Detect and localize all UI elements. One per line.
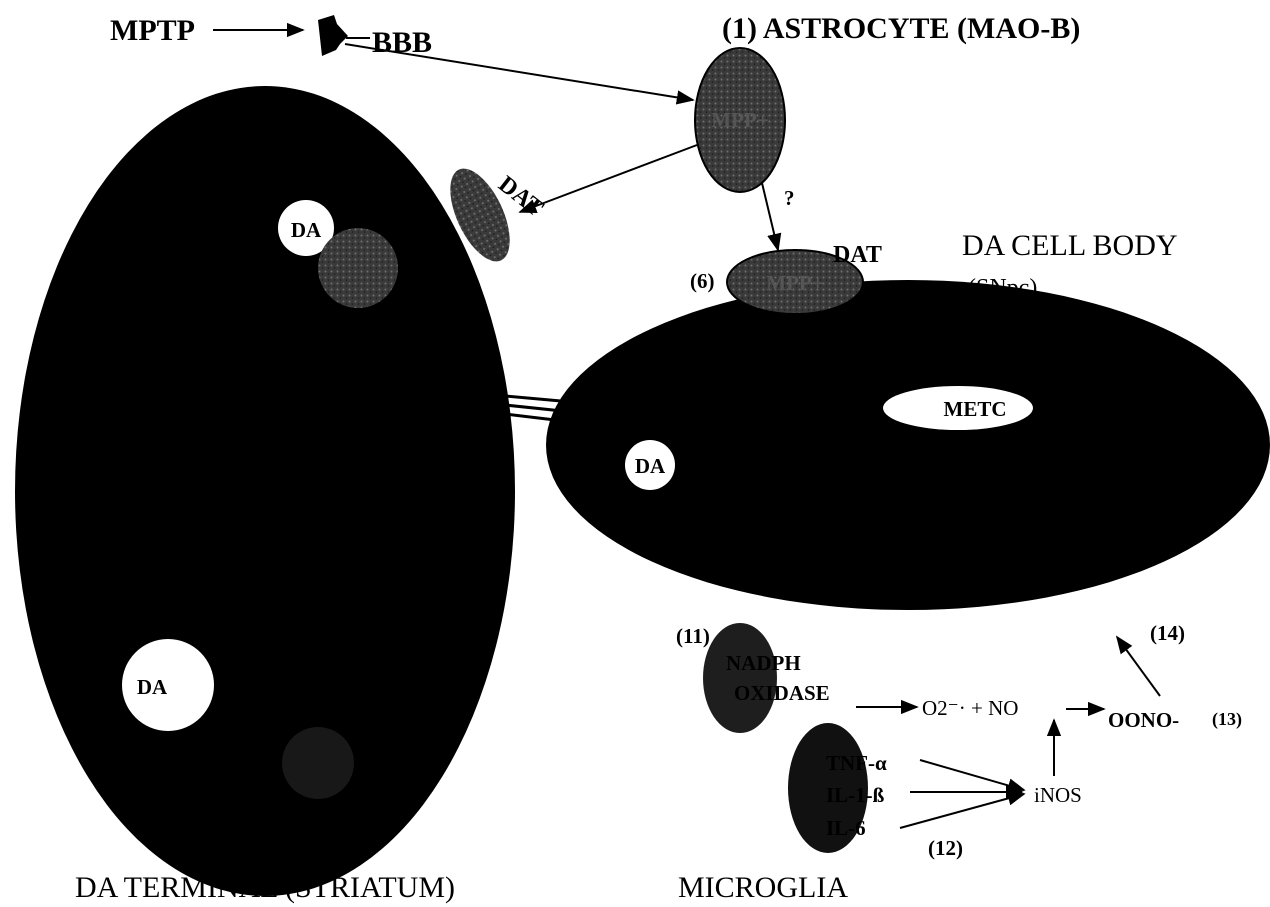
il6-to-inos-arrow	[900, 794, 1024, 828]
astrocyte-to-dat-cell-arrow	[762, 183, 778, 250]
mptp-label: MPTP	[110, 14, 195, 47]
oono-label: OONO-	[1108, 708, 1179, 732]
step-6-label: (6)	[690, 269, 715, 293]
da-cell-vesicle-label: DA	[635, 454, 666, 478]
oono-to-cell-body-arrow	[1117, 637, 1160, 696]
bbb-barrier	[318, 15, 348, 56]
astrocyte-title: (1) ASTROCYTE (MAO-B)	[722, 12, 1080, 45]
question-mark: ?	[784, 186, 795, 210]
cell-body-title: DA CELL BODY	[962, 229, 1178, 262]
superoxide-no-label: O2⁻· + NO	[922, 696, 1018, 720]
cell-body-region: (SNpc)	[968, 275, 1037, 301]
inos-label: iNOS	[1034, 783, 1082, 807]
step-14-label: (14)	[1150, 621, 1185, 645]
nadph-label-line2: OXIDASE	[734, 681, 830, 705]
step-11-label: (11)	[676, 624, 710, 648]
metc-label: METC	[944, 397, 1007, 421]
da-vesicle-top-label: DA	[291, 218, 322, 242]
mpp-cell-label: MPP+	[766, 271, 823, 295]
tnf-to-inos-arrow	[920, 760, 1024, 790]
microglia-nadph-cell	[703, 623, 777, 733]
terminal-title: DA TERMINAL (STRIATUM)	[75, 871, 455, 904]
mitochondrion-bottom	[282, 727, 354, 799]
il6-label: IL-6	[826, 816, 866, 840]
dat-cell-label: DAT	[833, 242, 882, 268]
tnf-label: TNF-α	[826, 751, 887, 775]
nadph-label-line1: NADPH	[726, 651, 801, 675]
da-vesicle-bottom-label: DA	[137, 675, 168, 699]
il1-label: IL-1-ß	[826, 783, 885, 807]
step-13-label: (13)	[1212, 709, 1242, 730]
step-12-label: (12)	[928, 836, 963, 860]
da-terminal-ellipse	[15, 86, 515, 896]
mpp-astrocyte-label: MPP+	[711, 108, 768, 132]
mitochondrion-top	[318, 228, 398, 308]
da-vesicle-bottom	[122, 639, 214, 731]
bbb-to-astrocyte-arrow	[345, 44, 693, 100]
microglia-title: MICROGLIA	[678, 871, 848, 904]
